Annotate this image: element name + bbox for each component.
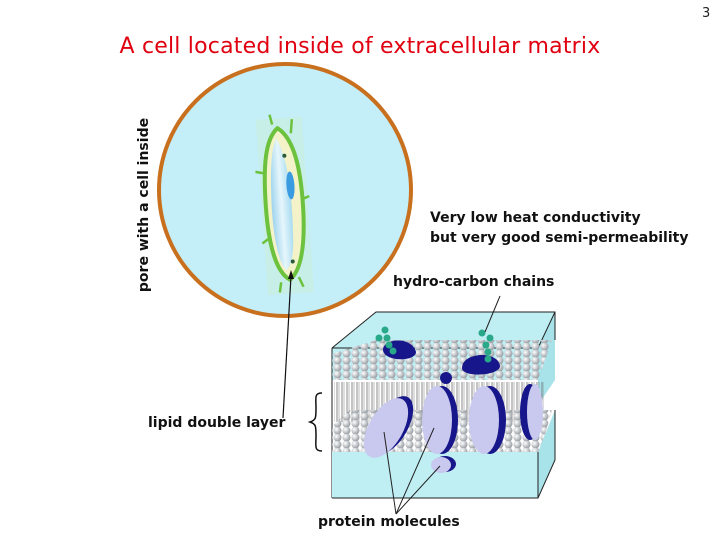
lipid-pointer-arrow	[282, 270, 294, 419]
note-line-2: but very good semi-permeability	[430, 230, 689, 246]
left-curly-brace-icon	[307, 392, 323, 452]
property-note: Very low heat conductivity but very good…	[430, 208, 688, 248]
hydrocarbon-chains	[375, 326, 494, 363]
cell-illustration	[255, 114, 314, 296]
lipid-label: lipid double layer	[148, 415, 286, 431]
protein-label: protein molecules	[318, 514, 460, 530]
note-line-1: Very low heat conductivity	[430, 210, 641, 226]
slide-title: A cell located inside of extracellular m…	[119, 34, 601, 59]
hydrocarbon-label: hydro-carbon chains	[393, 274, 555, 290]
membrane-illustration	[331, 295, 556, 515]
slide-number: 3	[702, 6, 711, 21]
